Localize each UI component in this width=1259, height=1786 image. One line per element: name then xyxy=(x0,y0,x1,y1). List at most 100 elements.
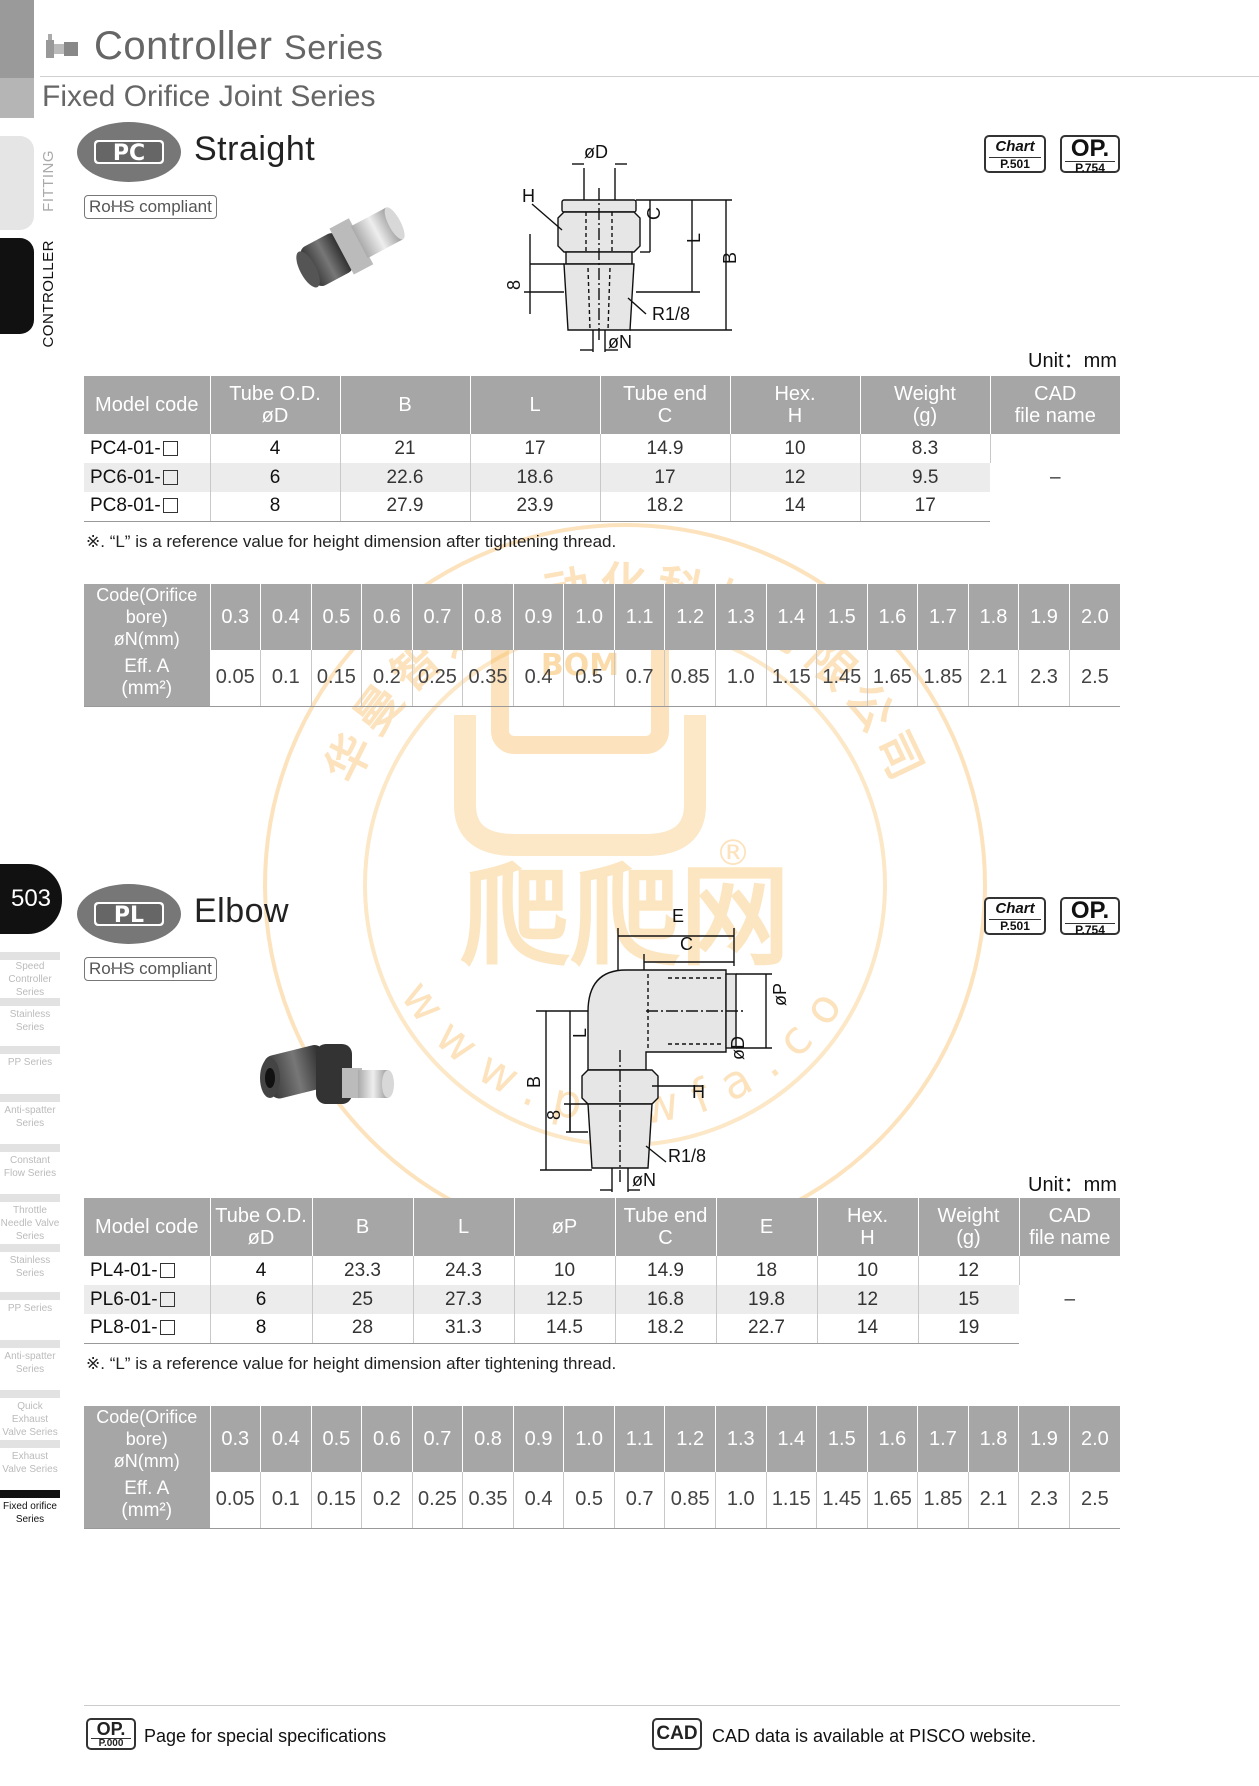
side-nav-throttle-needle[interactable]: Throttle Needle Valve Series xyxy=(0,1205,60,1242)
pl-col-model: Model code xyxy=(84,1198,211,1256)
orifice-code-cell: 0.9 xyxy=(513,1406,565,1472)
eff-area-label: Eff. A(mm²) xyxy=(84,650,211,707)
cell-cad: – xyxy=(1049,466,1061,488)
pl-col-e: E xyxy=(716,1198,818,1256)
orifice-code-cell: 1.9 xyxy=(1018,1406,1070,1472)
tab-controller[interactable] xyxy=(0,238,34,334)
pc-col-weight: Weight(g) xyxy=(860,376,991,434)
eff-area-cell: 1.15 xyxy=(766,1472,818,1529)
table-row: PL8-01- 8 28 31.3 14.5 18.2 22.7 14 19 xyxy=(84,1314,1120,1344)
pl-code-label: PL xyxy=(114,903,144,928)
watermark-registered: ® xyxy=(715,833,751,874)
table-row: PC8-01- 8 27.9 23.9 18.2 14 17 xyxy=(84,492,1120,522)
cell-tube-od: 6 xyxy=(210,463,341,492)
pc-dim-8: 8 xyxy=(504,280,524,290)
orifice-code-cell: 0.8 xyxy=(462,1406,514,1472)
orifice-code-cell: 1.3 xyxy=(715,584,767,650)
pl-dim-on: øN xyxy=(632,1170,656,1190)
cell-e: 22.7 xyxy=(716,1314,818,1344)
pl-col-b: B xyxy=(312,1198,414,1256)
checkbox-placeholder-icon xyxy=(162,469,178,485)
eff-area-cell: 2.5 xyxy=(1069,650,1120,707)
eff-area-cell: 1.65 xyxy=(867,1472,919,1529)
orifice-code-cell: 0.9 xyxy=(513,584,565,650)
eff-area-cell: 0.35 xyxy=(462,650,514,707)
cell-c: 14.9 xyxy=(600,434,731,463)
side-nav-stainless[interactable]: Stainless Series xyxy=(9,1009,51,1033)
eff-area-cell: 0.2 xyxy=(361,650,413,707)
checkbox-placeholder-icon xyxy=(162,498,178,514)
cell-weight: 17 xyxy=(860,492,990,522)
chart-chip-label: Chart xyxy=(995,138,1035,155)
pc-col-b: B xyxy=(340,376,471,434)
footer-op-page: P.000 xyxy=(91,1738,131,1749)
orifice-code-cell: 0.7 xyxy=(412,1406,464,1472)
pc-section-title: Straight xyxy=(194,130,316,168)
orifice-code-cell: 1.2 xyxy=(664,1406,716,1472)
footer-op-text: Page for special specifications xyxy=(144,1726,387,1746)
side-nav-pp[interactable]: PP Series xyxy=(7,1057,53,1068)
pc-op-link[interactable]: OP. P.754 xyxy=(1060,135,1120,174)
pl-dim-thread: R1/8 xyxy=(668,1146,706,1166)
eff-area-cell: 0.35 xyxy=(462,1472,514,1529)
footer-cad-chip: CAD xyxy=(652,1718,702,1750)
cell-b: 28 xyxy=(312,1314,414,1344)
side-nav-fixed-orifice[interactable]: Fixed orifice Series xyxy=(3,1501,57,1525)
pc-rohs-badge: RoHS compliant xyxy=(84,195,217,219)
pl-op-link[interactable]: OP. P.754 xyxy=(1060,897,1120,936)
eff-area-cell: 2.5 xyxy=(1069,1472,1120,1529)
side-nav-constant-flow[interactable]: Constant Flow Series xyxy=(3,1155,57,1179)
orifice-code-cell: 1.8 xyxy=(968,584,1020,650)
tab-fitting[interactable] xyxy=(0,136,34,230)
cell-e: 18 xyxy=(716,1256,818,1285)
side-nav-rule xyxy=(0,1144,60,1152)
side-nav-rule xyxy=(0,1194,60,1202)
checkbox-placeholder-icon xyxy=(159,1320,175,1336)
chart-chip-page: P.501 xyxy=(989,157,1041,170)
cell-p: 10 xyxy=(514,1256,616,1285)
cell-tube-od: 6 xyxy=(210,1285,313,1314)
eff-area-cell: 0.4 xyxy=(513,1472,565,1529)
pc-chart-link[interactable]: Chart P.501 xyxy=(984,135,1046,173)
side-nav-anti-spatter-2[interactable]: Anti-spatter Series xyxy=(4,1351,56,1375)
pl-code-badge: PL xyxy=(77,884,181,944)
side-nav-exhaust-valve[interactable]: Exhaust Valve Series xyxy=(2,1451,58,1475)
cell-h: 10 xyxy=(817,1256,919,1285)
pl-col-hex: Hex.H xyxy=(817,1198,919,1256)
cell-c: 17 xyxy=(600,463,731,492)
side-nav-speed-controller[interactable]: Speed Controller Series xyxy=(8,961,52,998)
eff-area-cell: 0.2 xyxy=(361,1472,413,1529)
side-nav-rule-active xyxy=(0,1490,60,1498)
cell-tube-od: 8 xyxy=(210,492,341,522)
header-divider xyxy=(40,76,1259,77)
eff-area-cell: 1.45 xyxy=(816,650,868,707)
side-nav-anti-spatter[interactable]: Anti-spatter Series xyxy=(4,1105,56,1129)
cell-b: 21 xyxy=(340,434,471,463)
pl-section-title: Elbow xyxy=(194,892,290,930)
side-nav-quick-exhaust[interactable]: Quick Exhaust Valve Series xyxy=(2,1401,58,1438)
pc-product-photo xyxy=(296,207,405,288)
pl-chart-link[interactable]: Chart P.501 xyxy=(984,897,1046,935)
eff-area-cell: 0.15 xyxy=(311,650,363,707)
orifice-code-cell: 1.5 xyxy=(816,584,868,650)
pc-col-tube-od: Tube O.D.øD xyxy=(210,376,341,434)
op-chip-label: OP. xyxy=(1070,135,1110,162)
orifice-code-cell: 1.1 xyxy=(614,1406,666,1472)
side-nav-stainless-2[interactable]: Stainless Series xyxy=(9,1255,51,1279)
rohs-ro: Ro xyxy=(89,197,111,216)
cell-h: 14 xyxy=(817,1314,919,1344)
checkbox-placeholder-icon xyxy=(159,1262,175,1278)
checkbox-placeholder-icon xyxy=(162,440,178,456)
cell-tube-od: 8 xyxy=(210,1314,313,1344)
eff-area-cell: 1.85 xyxy=(917,1472,969,1529)
orifice-code-cell: 1.2 xyxy=(664,584,716,650)
pl-dim-b: B xyxy=(524,1076,544,1088)
side-nav-rule xyxy=(0,1046,60,1054)
pl-dim-op: øP xyxy=(770,983,790,1006)
eff-area-cell: 1.85 xyxy=(917,650,969,707)
cell-c: 16.8 xyxy=(615,1285,717,1314)
side-nav-pp-2[interactable]: PP Series xyxy=(7,1303,53,1314)
